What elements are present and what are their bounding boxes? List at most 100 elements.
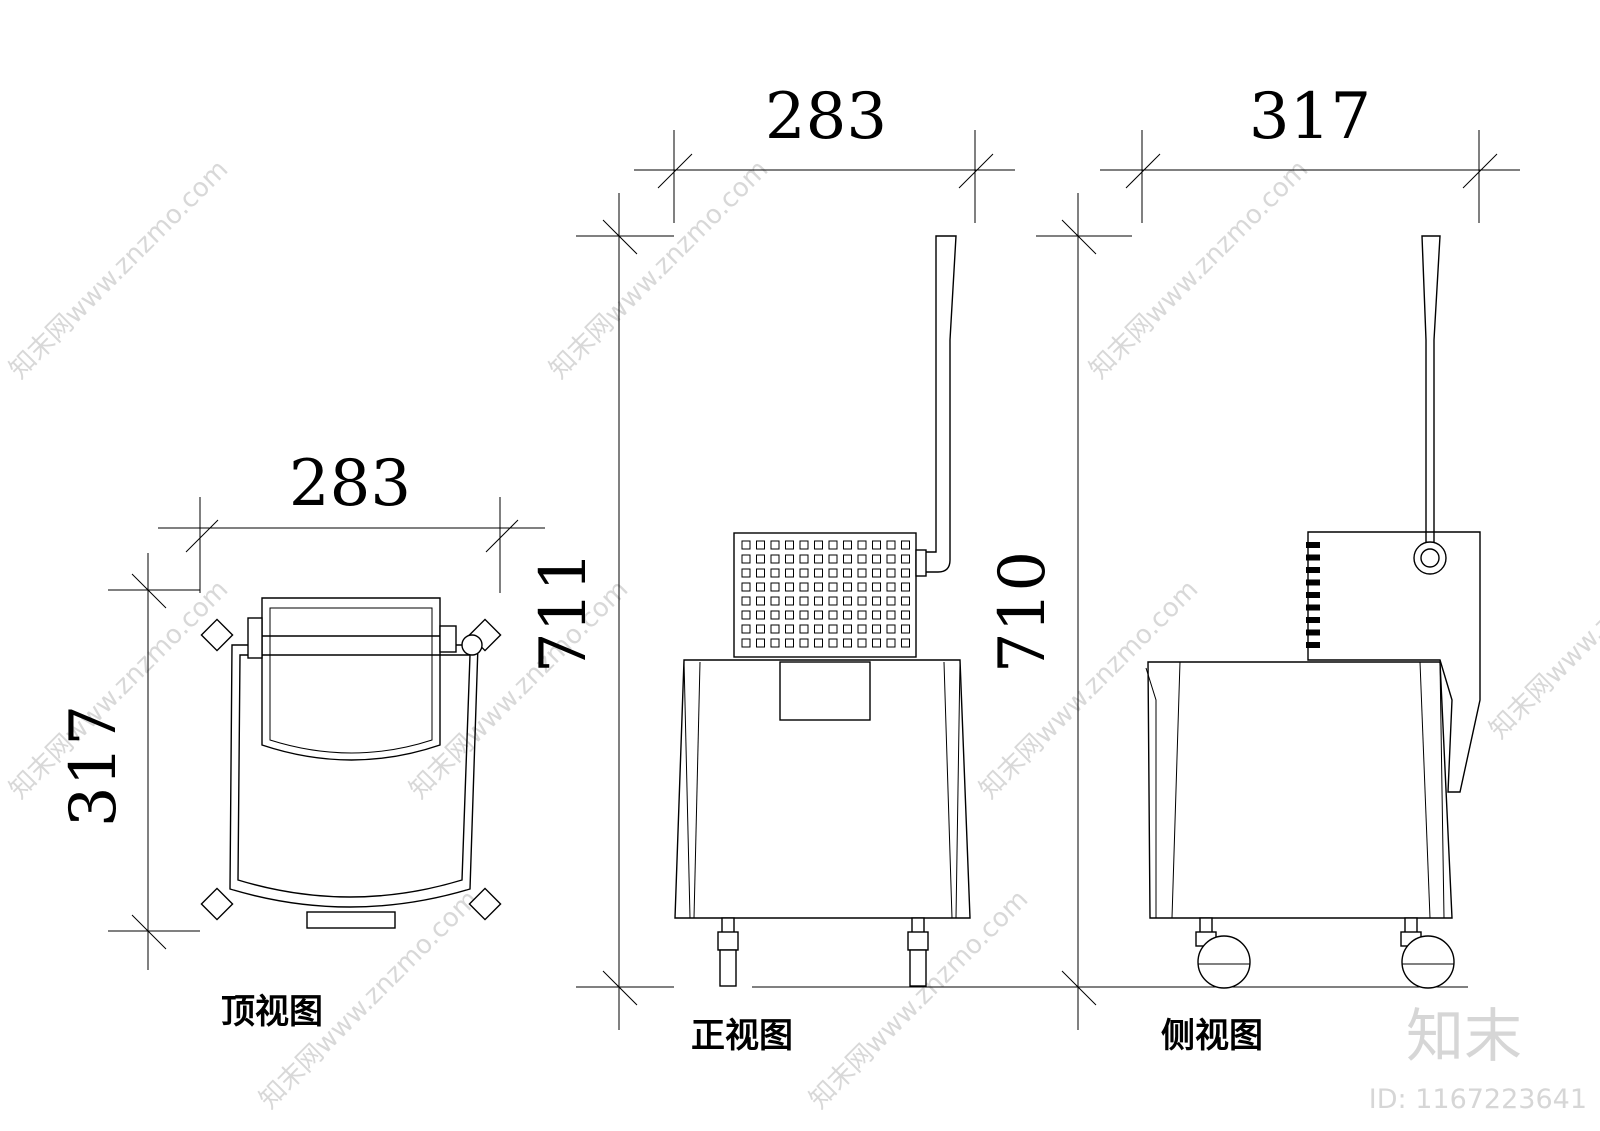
side-wringer-slots	[1306, 542, 1320, 648]
side-view-caster-right	[1400, 917, 1455, 989]
wringer-slot	[1306, 604, 1320, 611]
perforation	[756, 554, 765, 564]
perforation	[814, 540, 823, 550]
perforation	[741, 624, 751, 634]
front-view: 283 711	[527, 80, 1050, 1056]
watermark: 知末网www.znzmo.com	[544, 154, 775, 385]
perforation	[785, 610, 794, 620]
perforation	[799, 610, 809, 620]
perforation	[857, 596, 867, 606]
perforation	[843, 554, 852, 564]
handle-pivot	[1413, 541, 1447, 575]
perforation	[741, 568, 751, 578]
perforation	[814, 610, 823, 620]
front-view-handle	[923, 235, 957, 573]
front-view-caption: 正视图	[691, 1016, 793, 1056]
perforation	[872, 596, 881, 606]
perforation	[756, 582, 765, 592]
perforation	[828, 540, 838, 550]
perforation	[886, 638, 896, 648]
perforation	[828, 638, 838, 648]
perforation	[785, 540, 794, 550]
perforation	[872, 624, 881, 634]
perforation	[741, 540, 751, 550]
perforation	[872, 582, 881, 592]
perforation	[770, 610, 780, 620]
image-id-label: ID: 1167223641	[1369, 1084, 1587, 1115]
perforation	[843, 582, 852, 592]
perforation	[843, 596, 852, 606]
top-view-wringer	[261, 597, 441, 761]
perforation	[770, 582, 780, 592]
perforation	[857, 610, 867, 620]
wringer-slot	[1306, 554, 1320, 561]
perforation	[886, 582, 896, 592]
perforation	[872, 540, 881, 550]
perforation	[901, 568, 910, 578]
perforation	[886, 610, 896, 620]
front-view-height-label: 711	[527, 551, 601, 673]
front-view-bucket	[674, 659, 971, 919]
perforation	[756, 638, 765, 648]
perforation	[756, 610, 765, 620]
wringer-perforations	[741, 540, 910, 648]
side-view-height-label: 710	[986, 551, 1060, 673]
perforation	[857, 638, 867, 648]
perforation	[843, 540, 852, 550]
perforation	[814, 624, 823, 634]
front-view-caster-right	[907, 917, 929, 987]
top-view-width-label: 283	[289, 447, 411, 521]
perforation	[799, 624, 809, 634]
perforation	[814, 596, 823, 606]
perforation	[741, 638, 751, 648]
front-view-width-dimension: 283	[634, 80, 1015, 223]
perforation	[785, 624, 794, 634]
perforation	[770, 638, 780, 648]
side-view: 317 710	[986, 80, 1520, 1056]
perforation	[886, 596, 896, 606]
caster-corner	[468, 887, 502, 921]
perforation	[770, 568, 780, 578]
front-view-wringer	[733, 532, 917, 658]
perforation	[857, 540, 867, 550]
perforation	[886, 540, 896, 550]
perforation	[741, 596, 751, 606]
side-view-bucket	[1147, 661, 1453, 919]
perforation	[843, 624, 852, 634]
perforation	[886, 568, 896, 578]
perforation	[886, 554, 896, 564]
perforation	[828, 554, 838, 564]
perforation	[770, 554, 780, 564]
perforation	[857, 554, 867, 564]
perforation	[814, 554, 823, 564]
perforation	[872, 568, 881, 578]
perforation	[770, 596, 780, 606]
handle-pivot	[461, 634, 483, 656]
caster-corner	[200, 887, 234, 921]
wringer-slot	[1306, 542, 1320, 548]
perforation	[901, 582, 910, 592]
side-view-handle	[1421, 235, 1441, 559]
side-view-caption: 侧视图	[1161, 1016, 1263, 1056]
perforation	[901, 540, 910, 550]
wringer-slot	[1306, 579, 1320, 586]
perforation	[799, 638, 809, 648]
perforation	[756, 624, 765, 634]
perforation	[741, 610, 751, 620]
perforation	[843, 568, 852, 578]
top-view-depth-dimension: 317	[57, 553, 200, 970]
front-view-height-dimension: 711	[527, 193, 674, 1030]
perforation	[756, 568, 765, 578]
front-view-width-label: 283	[765, 80, 887, 154]
perforation	[901, 596, 910, 606]
front-view-caster-left	[717, 917, 739, 987]
perforation	[799, 596, 809, 606]
top-view-depth-label: 317	[57, 705, 131, 827]
brand-logo: 知末	[1406, 1002, 1522, 1070]
perforation	[785, 554, 794, 564]
perforation	[814, 638, 823, 648]
perforation	[828, 624, 838, 634]
perforation	[828, 596, 838, 606]
top-view-bucket-outline	[229, 644, 479, 908]
